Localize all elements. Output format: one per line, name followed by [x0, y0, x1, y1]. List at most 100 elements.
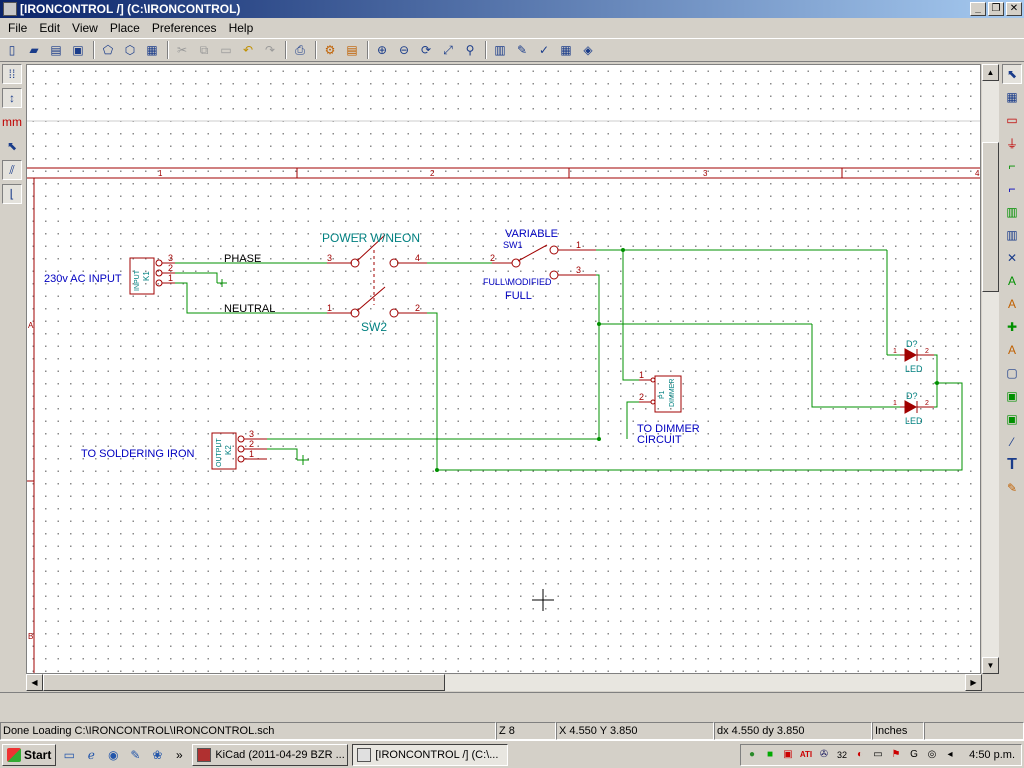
annotate-list-icon[interactable]: ▤ [346, 43, 358, 57]
pin-k2-2: 2 [249, 439, 254, 449]
import-sheet-pin-icon[interactable]: ▣ [1006, 389, 1018, 403]
restore-button[interactable]: ❐ [988, 2, 1004, 16]
bus-to-bus-icon[interactable]: ▥ [1006, 228, 1018, 242]
place-bus-icon[interactable]: ⌐ [1008, 182, 1016, 196]
wire-angle-icon[interactable]: ⌊ [2, 184, 22, 204]
tray-c-icon[interactable]: ◐ [856, 749, 864, 760]
tray-number-icon[interactable]: 32 [836, 750, 847, 760]
select-tool-icon[interactable]: ⬉ [1002, 64, 1022, 84]
paste-icon[interactable]: ▭ [220, 43, 232, 57]
place-global-label-icon[interactable]: A [1007, 297, 1016, 311]
green-status-icon[interactable]: ■ [766, 749, 774, 760]
horizontal-scroll-thumb[interactable] [43, 674, 445, 691]
cut-icon[interactable]: ✂ [176, 43, 188, 57]
task-kicad[interactable]: KiCad (2011-04-29 BZR ... [192, 743, 349, 766]
delete-tool-icon[interactable]: ✎ [1006, 481, 1018, 495]
place-text-icon[interactable]: T [1007, 456, 1017, 473]
library-browser-icon[interactable]: ▦ [146, 43, 158, 57]
antivirus-icon[interactable]: ▣ [783, 749, 793, 760]
quicklaunch-app-icon[interactable]: ❀ [152, 747, 163, 762]
scroll-right-button[interactable]: ▶ [965, 674, 982, 691]
media-player-icon[interactable]: ◉ [108, 747, 119, 762]
scroll-left-button[interactable]: ◀ [26, 674, 43, 691]
g-app-icon[interactable]: G [910, 749, 918, 760]
tray-app-icon[interactable]: ✇ [819, 749, 829, 760]
new-schematic-icon[interactable]: ▯ [8, 43, 16, 57]
zoom-in-icon[interactable]: ⊕ [376, 43, 388, 57]
show-desktop-icon[interactable]: ▭ [63, 747, 76, 762]
menu-file[interactable]: File [8, 21, 28, 35]
vertical-scrollbar[interactable]: ▲ ▼ [982, 64, 999, 674]
grid-toggle-icon[interactable]: ⁞⁞ [2, 64, 22, 84]
menu-place[interactable]: Place [109, 21, 140, 35]
no-connect-icon[interactable]: ✕ [1006, 251, 1018, 265]
cvpcb-icon[interactable]: ◈ [583, 43, 593, 57]
netlist-icon[interactable]: ▥ [494, 43, 506, 57]
label-to-soldering-iron: TO SOLDERING IRON [81, 448, 195, 460]
annotate-icon[interactable]: ✎ [516, 43, 528, 57]
quicklaunch-tool-icon[interactable]: ✎ [130, 747, 141, 762]
show-hidden-pins-icon[interactable]: ⫽ [2, 160, 22, 180]
wire-to-bus-icon[interactable]: ▥ [1006, 205, 1018, 219]
copy-icon[interactable]: ⧉ [199, 42, 209, 57]
find-icon[interactable]: ⚲ [465, 43, 475, 57]
menu-help[interactable]: Help [228, 21, 254, 35]
eeschema-icon [357, 747, 372, 762]
schematic-canvas[interactable]: 1 2 3 4 A B [26, 64, 981, 674]
task-eeschema[interactable]: [IRONCONTROL /] (C:\... [352, 743, 509, 766]
hierarchical-sheet-icon[interactable]: ▢ [1006, 366, 1018, 380]
label-variable: VARIABLE [505, 228, 558, 240]
redraw-icon[interactable]: ⟳ [420, 43, 432, 57]
hierarchical-label-icon[interactable]: A [1007, 343, 1016, 357]
clock[interactable]: 4:50 p.m. [969, 749, 1015, 761]
menu-view[interactable]: View [72, 21, 98, 35]
vertical-scroll-thumb[interactable] [982, 142, 999, 292]
hierarchy-navigator-icon[interactable]: ▦ [1006, 90, 1018, 104]
browser-icon[interactable]: ℯ [87, 747, 95, 762]
units-mm-icon[interactable]: mm [2, 115, 22, 129]
place-power-icon[interactable]: ⏚ [1005, 136, 1018, 151]
network-icon[interactable]: ● [748, 749, 756, 760]
led-d1 [900, 348, 934, 362]
undo-icon[interactable]: ↶ [242, 43, 254, 57]
menu-edit[interactable]: Edit [39, 21, 61, 35]
zoom-out-icon[interactable]: ⊖ [398, 43, 410, 57]
app-icon[interactable] [3, 2, 17, 16]
update-icon[interactable]: ⚑ [891, 749, 901, 760]
page-settings-icon[interactable]: ⬠ [102, 43, 114, 57]
scroll-up-button[interactable]: ▲ [982, 64, 999, 81]
save-icon[interactable]: ▣ [72, 43, 84, 57]
redo-icon[interactable]: ↷ [264, 43, 276, 57]
bom-icon[interactable]: ▦ [560, 43, 572, 57]
ati-icon[interactable]: ATI [799, 750, 813, 759]
graphic-line-icon[interactable]: ⁄ [1010, 435, 1013, 449]
erc-icon[interactable]: ✓ [538, 43, 550, 57]
quicklaunch-overflow-icon[interactable]: » [176, 747, 183, 762]
horizontal-scrollbar[interactable]: ◀ ▶ [26, 674, 982, 691]
volume-icon[interactable]: ◂ [947, 749, 953, 760]
save-project-icon[interactable]: ▤ [50, 43, 62, 57]
scroll-down-button[interactable]: ▼ [982, 657, 999, 674]
place-component-icon[interactable]: ▭ [1006, 113, 1018, 127]
cursor-shape-icon[interactable]: ⬉ [6, 139, 18, 153]
place-wire-icon[interactable]: ⌐ [1008, 159, 1016, 173]
units-inches-icon[interactable]: ↕ [2, 88, 22, 108]
close-button[interactable]: ✕ [1006, 2, 1022, 16]
toolbar-separator [485, 41, 487, 59]
menu-preferences[interactable]: Preferences [151, 21, 217, 35]
library-editor-icon[interactable]: ⬡ [124, 43, 136, 57]
tray-disc-icon[interactable]: ◎ [927, 749, 937, 760]
start-button[interactable]: Start [2, 743, 57, 766]
place-net-label-icon[interactable]: A [1007, 274, 1016, 288]
print-icon[interactable]: ⎙ [295, 42, 305, 57]
place-junction-icon[interactable]: ✚ [1006, 320, 1018, 334]
schematic-drawing[interactable]: 1 2 3 4 A B [27, 65, 981, 674]
pin-sw1-1: 1 [576, 240, 581, 250]
plot-icon[interactable]: ⚙ [324, 43, 336, 57]
open-icon[interactable]: ▰ [29, 43, 39, 57]
sheet-pin-icon[interactable]: ▣ [1006, 412, 1018, 426]
zoom-fit-icon[interactable]: ⤢ [443, 42, 453, 57]
minimize-button[interactable]: _ [970, 2, 986, 16]
label-k2-val: OUTPUT [216, 438, 223, 468]
display-icon[interactable]: ▭ [873, 749, 883, 760]
